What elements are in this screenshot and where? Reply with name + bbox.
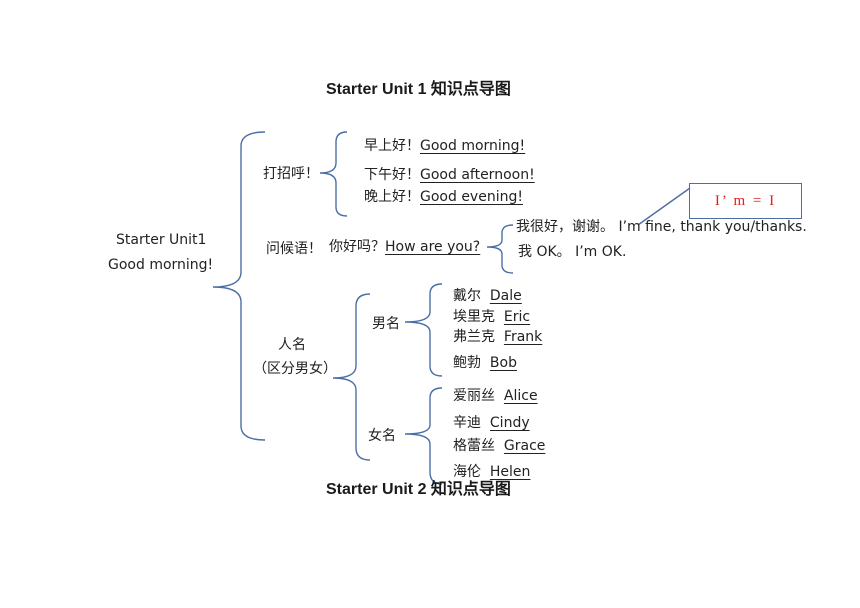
female-name: 爱丽丝 Alice — [453, 387, 538, 405]
name-cn: 鲍勃 — [453, 355, 481, 371]
question-en: How are you? — [385, 239, 481, 255]
greeting-cn: 下午好！ — [364, 167, 420, 183]
greeting-en: Good afternoon! — [420, 167, 535, 183]
greeting-item: 早上好！Good morning! — [364, 137, 525, 155]
name-en: Grace — [503, 438, 546, 454]
greeting-cn: 晚上好！ — [364, 189, 420, 205]
male-name: 埃里克 Eric — [453, 308, 530, 326]
greeting-cn: 早上好！ — [364, 138, 420, 154]
main-bracket — [212, 131, 266, 441]
name-en: Cindy — [489, 415, 530, 431]
name-en: Alice — [503, 388, 538, 404]
female-label: 女名 — [368, 428, 396, 444]
name-cn: 弗兰克 — [453, 329, 495, 345]
female-bracket — [404, 387, 443, 485]
greetings-label: 打招呼！ — [263, 166, 319, 182]
name-en: Dale — [489, 288, 522, 304]
greeting-item: 晚上好！Good evening! — [364, 188, 523, 206]
male-bracket — [404, 283, 443, 377]
root-line2: Good morning! — [108, 257, 214, 273]
note-text: I’ m = I — [714, 193, 777, 209]
name-cn: 爱丽丝 — [453, 388, 495, 404]
name-cn: 海伦 — [453, 464, 481, 480]
names-label-line1: 人名 — [278, 337, 306, 353]
root-line1: Starter Unit1 — [116, 232, 207, 248]
female-name: 辛迪 Cindy — [453, 414, 530, 432]
greetings-bracket — [319, 131, 348, 217]
greeting-item: 下午好！Good afternoon! — [364, 166, 535, 184]
male-name: 戴尔 Dale — [453, 287, 522, 305]
male-name: 鲍勃 Bob — [453, 354, 517, 372]
unit2-title: Starter Unit 2 知识点导图 — [326, 481, 511, 498]
answer-1: 我很好，谢谢。 I’m fine, thank you/thanks. — [516, 219, 807, 235]
greeting-en: Good morning! — [420, 138, 526, 154]
female-name: 海伦 Helen — [453, 463, 530, 481]
question-cn: 你好吗？ — [329, 239, 385, 255]
names-bracket — [332, 293, 371, 461]
inquiry-label: 问候语！ — [266, 241, 322, 257]
names-label-line2: （区分男女） — [253, 361, 337, 377]
name-en: Frank — [503, 329, 543, 345]
name-cn: 辛迪 — [453, 415, 481, 431]
note-callout-line — [637, 187, 691, 226]
answer-2: 我 OK。 I’m OK. — [518, 244, 627, 260]
name-cn: 埃里克 — [453, 309, 495, 325]
unit1-title: Starter Unit 1 知识点导图 — [326, 81, 511, 98]
note-box: I’ m = I — [689, 183, 802, 219]
name-en: Eric — [503, 309, 531, 325]
name-cn: 戴尔 — [453, 288, 481, 304]
male-name: 弗兰克 Frank — [453, 328, 542, 346]
inquiry-question: 你好吗？How are you? — [329, 238, 480, 256]
male-label: 男名 — [372, 316, 400, 332]
greeting-en: Good evening! — [420, 189, 523, 205]
name-en: Bob — [489, 355, 517, 371]
name-cn: 格蕾丝 — [453, 438, 495, 454]
name-en: Helen — [489, 464, 531, 480]
answers-bracket — [486, 224, 514, 274]
female-name: 格蕾丝 Grace — [453, 437, 545, 455]
